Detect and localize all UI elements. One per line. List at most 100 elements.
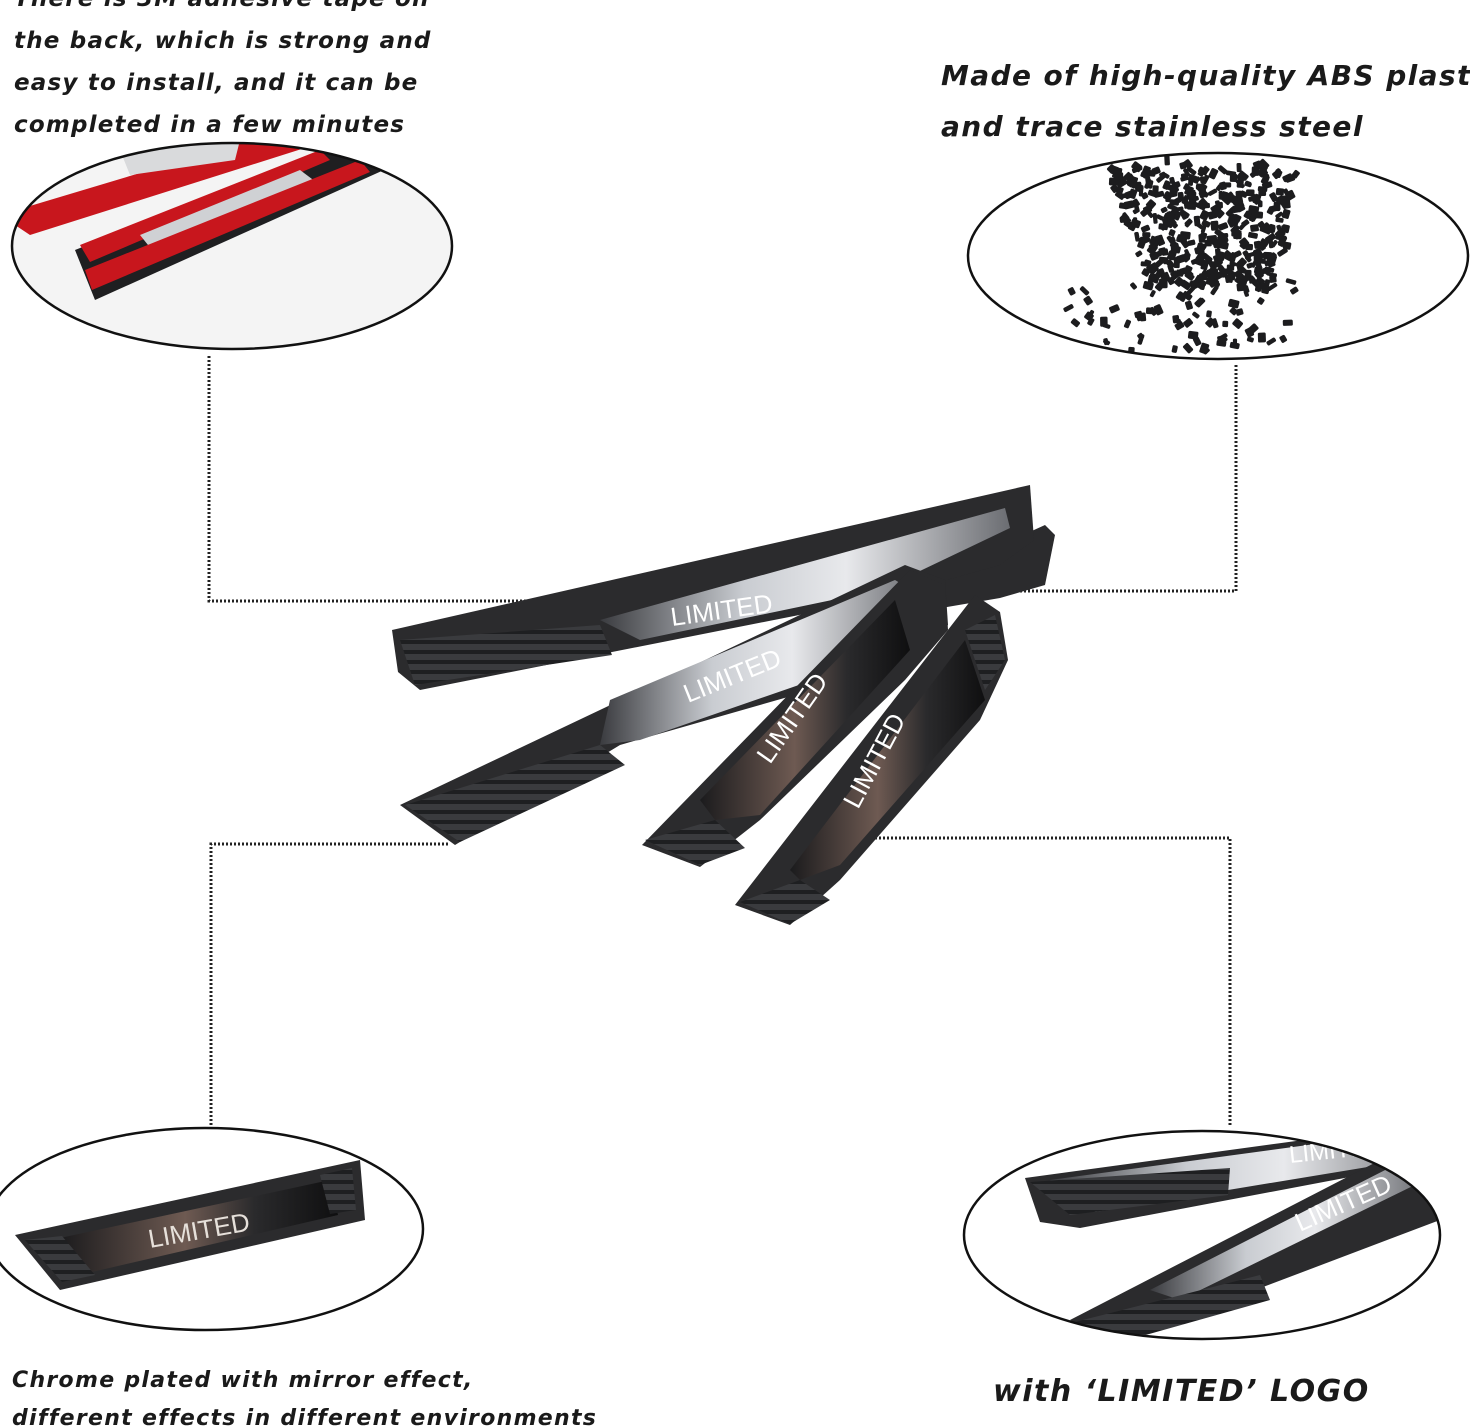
plastic-pellet [1169,188,1178,198]
plastic-pellet [1136,315,1146,322]
plastic-pellet [1085,348,1095,355]
plastic-pellet [1252,280,1260,288]
plastic-pellet [1275,217,1284,223]
plastic-pellet [1194,297,1204,307]
plastic-pellet [1236,261,1244,269]
caption-line: There is 3M adhesive tape on [14,0,432,20]
door-sill-plates-product-image: LIMITED LIMITED LIMITED LIMITED [392,485,1055,925]
plastic-pellet [1217,222,1229,231]
plastic-pellet [1277,247,1288,257]
plastic-pellet [1239,241,1248,250]
plastic-pellet [1190,257,1201,265]
plastic-pellet [1201,219,1211,228]
plastic-pellet [1198,191,1206,199]
plastic-pellet [1124,190,1133,200]
plastic-pellet [1070,318,1080,328]
plastic-pellet [1194,221,1204,230]
plastic-pellet [1244,327,1255,338]
plastic-pellet [1164,155,1170,166]
plastic-pellet [1063,304,1074,313]
plastic-pellet [1148,264,1159,275]
connector-bottom-left [209,842,450,1125]
plastic-pellet [1233,268,1244,278]
plastic-pellet [1184,218,1193,227]
plastic-pellet [1199,176,1206,184]
plastic-pellet [1199,209,1210,221]
plastic-pellet [1268,237,1274,249]
limited-logo-detail-image: LIMITED LIMITED [962,1129,1442,1341]
plastic-pellet [1255,282,1266,293]
plastic-pellet [1123,200,1134,209]
plastic-pellet [1153,304,1164,316]
plastic-pellet [1229,173,1238,183]
plastic-pellet [1100,316,1108,327]
plastic-pellet [1267,254,1278,266]
caption-line: and trace stainless steel [941,110,1364,143]
plastic-pellet [1243,290,1249,297]
plastic-pellet [1283,174,1292,183]
plastic-pellet [1216,251,1226,260]
plastic-pellet [1084,311,1094,322]
plastic-pellet [1136,184,1143,193]
plastic-pellet [1269,275,1277,283]
plastic-pellet [1187,239,1196,246]
plastic-pellet [1140,206,1152,217]
plastic-pellet [1169,199,1180,206]
sill-plate-4: LIMITED [735,595,1008,925]
plastic-pellet [1114,191,1125,200]
plastic-pellet [1217,165,1228,175]
plastic-pellet [1269,204,1281,213]
plastic-pellet [1187,330,1199,340]
plastic-pellet [1183,159,1193,170]
plastic-pellet [1252,193,1262,205]
plastic-pellet [1137,333,1145,345]
plastic-pellet [1246,336,1254,343]
sill-plate-1: LIMITED [392,485,1034,690]
plastic-pellet [1198,233,1206,243]
plastic-pellet [1173,257,1180,269]
abs-pellets-detail-image [966,151,1470,361]
plastic-pellet [1180,291,1189,302]
plastic-pellet [1149,235,1157,245]
plastic-pellet [1169,240,1179,249]
plastic-pellet [1267,282,1278,291]
plastic-pellet [1180,279,1192,291]
plastic-pellet [1122,172,1132,181]
plastic-pellet [1229,307,1238,316]
plastic-pellet [1214,228,1226,239]
caption-line: easy to install, and it can be [14,70,419,96]
plastic-pellet [1282,319,1293,326]
caption-materials: Made of high-quality ABS plastic and tra… [941,50,1470,152]
plastic-pellet [1231,229,1239,237]
plastic-pellet [1168,229,1176,237]
plastic-pellet [1249,215,1256,222]
plastic-pellet [1130,282,1137,290]
plastic-pellet [1153,190,1165,198]
plastic-pellet [1259,238,1270,248]
plastic-pellet [1226,264,1235,271]
plastic-pellet [1236,282,1247,292]
plastic-pellet [1279,334,1288,343]
plastic-pellet [1277,234,1287,246]
plastic-pellet [1103,338,1109,346]
plastic-pellet [1274,228,1286,240]
plastic-pellet [1110,165,1120,176]
plastic-pellet [1204,240,1212,247]
plastic-pellet [1281,208,1291,219]
plastic-pellet [1172,315,1180,324]
plastic-pellet [1236,180,1244,188]
caption-line: the back, which is strong and [14,28,432,54]
caption-line: completed in a few minutes [14,112,406,138]
plastic-pellet [1219,181,1227,191]
connector-top-left [207,356,560,603]
caption-logo: with ‘LIMITED’ LOGO [993,1370,1370,1414]
plastic-pellet [1212,262,1221,268]
plastic-pellet [1250,224,1259,232]
plastic-pellet [1281,225,1288,232]
plastic-pellet [1154,270,1161,280]
plastic-pellet [1179,209,1190,219]
plastic-pellet [1179,231,1191,240]
plastic-pellet [1174,321,1185,331]
plastic-pellet [1210,220,1219,231]
plastic-pellet [1242,250,1251,260]
